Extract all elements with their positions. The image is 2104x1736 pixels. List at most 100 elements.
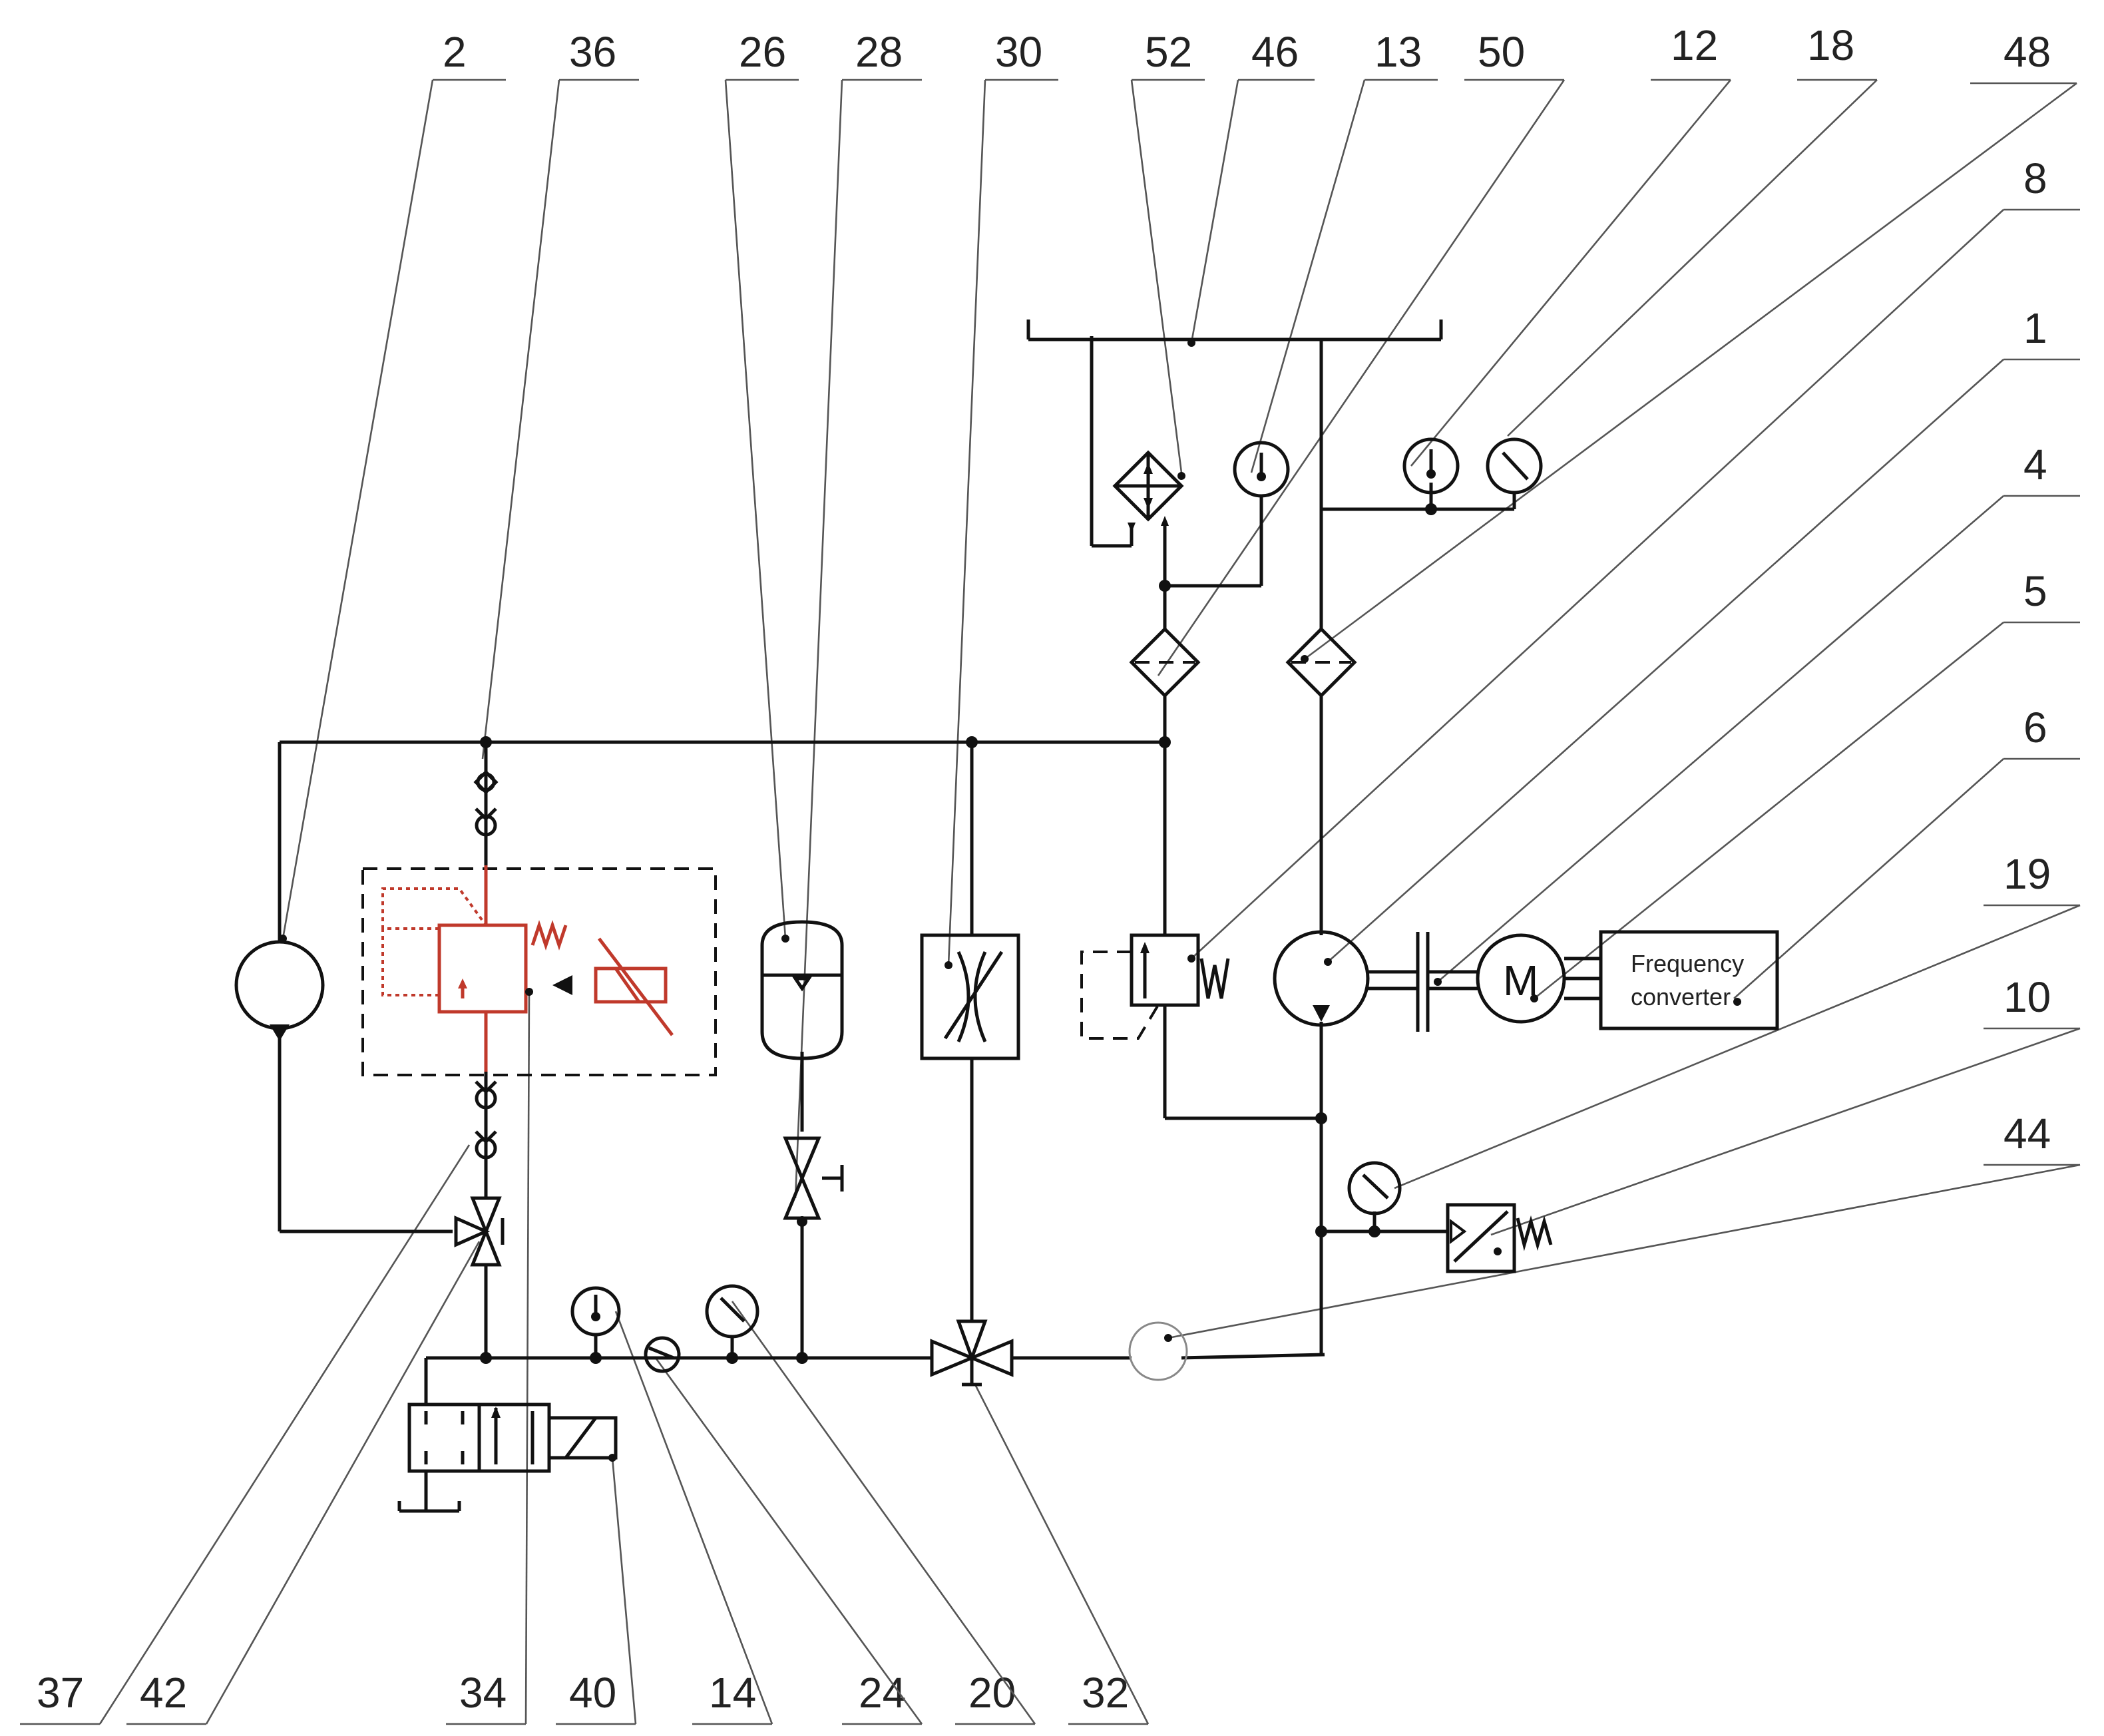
pipe-flowmeter-to-pump-line <box>1181 1353 1325 1360</box>
cooler-in-arrow-icon <box>1128 523 1136 533</box>
three-way-valve-32 <box>930 1319 1014 1387</box>
relief-valve-pointer <box>1187 955 1195 963</box>
check-valve-36a-ball <box>476 772 496 792</box>
relief-10-pointer <box>1494 1247 1502 1255</box>
relief-10-spring-icon <box>1516 1215 1553 1251</box>
frequency-converter-label-2: converter <box>1631 983 1731 1010</box>
cooler-arrow-up-icon <box>1144 463 1153 474</box>
leader-8 <box>1191 209 2004 959</box>
label-42: 42 <box>140 1669 187 1717</box>
check-valve-37a-ball <box>475 1087 497 1110</box>
dcv-left-box <box>407 1403 481 1473</box>
flow-indicator-24-needle <box>648 1346 674 1360</box>
hydraulic-motor-pointer <box>279 935 287 943</box>
junction-dot <box>1159 736 1171 748</box>
junction-dot <box>1368 1225 1380 1237</box>
filter-50-diamond <box>1129 626 1201 698</box>
thermometer-12-circle <box>1402 437 1460 495</box>
throttle-box <box>920 933 1020 1060</box>
junction-dot <box>480 736 492 748</box>
leader-2 <box>282 79 434 939</box>
leader-12 <box>1410 79 1732 467</box>
thermometer-12-bulb <box>1426 469 1436 479</box>
throttle-curve-left <box>956 951 970 1043</box>
accumulator-triangle-icon <box>792 977 812 992</box>
junction-dot <box>966 736 978 748</box>
flow-indicator-24-circle <box>644 1336 681 1373</box>
flow-meter-pointer <box>1164 1334 1172 1342</box>
label-44: 44 <box>2003 1110 2051 1158</box>
gauge-19-circle <box>1347 1161 1402 1215</box>
leader-24 <box>654 1357 923 1725</box>
cooler-pointer <box>1177 472 1185 480</box>
dcv-pointer <box>608 1454 616 1462</box>
valve-pilot-line-upper <box>381 887 487 930</box>
dcv-solenoid <box>547 1416 618 1460</box>
valve-32-right-triangle <box>967 1339 1014 1377</box>
valve-spring-icon <box>530 920 568 951</box>
label-20: 20 <box>968 1669 1016 1717</box>
electric-motor-pointer <box>1530 994 1538 1002</box>
leader-40 <box>611 1457 637 1725</box>
label-26: 26 <box>739 28 786 76</box>
junction-dot <box>1425 503 1437 515</box>
thermometer-14 <box>570 1286 621 1358</box>
check-valve-37a-seat-icon <box>475 1080 497 1094</box>
thermometer-12 <box>1402 437 1460 495</box>
label-46: 46 <box>1251 28 1299 76</box>
right-label-column: 8 1 4 5 6 19 10 44 <box>1984 154 2080 1166</box>
junction-dot <box>480 1352 492 1364</box>
leader-6 <box>1733 758 2004 999</box>
top-label-row: 2 36 26 28 30 52 46 13 50 12 18 48 <box>433 21 2077 85</box>
check-valve-36b-ball <box>475 814 497 837</box>
leader-30 <box>947 79 986 966</box>
leader-14 <box>614 1311 773 1725</box>
relief-10-diagonal <box>1453 1210 1509 1263</box>
cooler-arrow-down-icon <box>1144 498 1153 509</box>
valve-block-dashed-border <box>361 867 717 1076</box>
leader-42 <box>205 1241 481 1725</box>
valve-28-top-triangle <box>783 1136 821 1183</box>
dcv-flow-arrow-icon <box>491 1407 501 1418</box>
label-34: 34 <box>459 1669 507 1717</box>
leader-5 <box>1534 621 2004 1000</box>
dcv-right-box <box>477 1403 551 1473</box>
dcv-solenoid-diagonal <box>564 1416 597 1459</box>
label-36: 36 <box>569 28 616 76</box>
label-30: 30 <box>995 28 1042 76</box>
coupling-pointer <box>1434 978 1442 986</box>
label-13: 13 <box>1374 28 1422 76</box>
label-10: 10 <box>2003 973 2051 1021</box>
drive-train: M Frequency converter <box>1368 930 1779 1032</box>
relief-valve-box <box>1130 933 1200 1007</box>
throttle-curve-right <box>973 951 987 1043</box>
label-32: 32 <box>1082 1669 1129 1717</box>
gauge-18-needle <box>1502 451 1529 481</box>
valve-solenoid-arrow-icon <box>552 975 572 995</box>
leader-52 <box>1130 79 1183 473</box>
leader-lines <box>99 79 2081 1725</box>
leader-1 <box>1327 359 2004 963</box>
frequency-converter-label-1: Frequency <box>1631 950 1744 977</box>
valve-pilot-line-left <box>381 929 439 996</box>
accumulator-body <box>760 920 844 1060</box>
pressure-gauge-19 <box>1347 1161 1402 1215</box>
leader-10 <box>1490 1027 2081 1236</box>
relief-valve-spring-icon <box>1199 958 1230 999</box>
relief-valve-pilot-line <box>1080 951 1159 1040</box>
valve-28-bottom-triangle <box>783 1174 821 1220</box>
flow-meter-circle <box>1128 1321 1188 1381</box>
hydraulic-motor-2 <box>234 935 325 1041</box>
label-48: 48 <box>2003 28 2051 76</box>
hydraulic-motor-arrow-icon <box>270 1024 290 1041</box>
leader-44 <box>1167 1164 2081 1339</box>
relief-10-box <box>1446 1203 1516 1273</box>
label-12: 12 <box>1671 21 1718 69</box>
pressure-gauge-18 <box>1486 437 1543 495</box>
filter-48-pointer <box>1301 655 1309 663</box>
valve-32-top-triangle <box>956 1319 988 1363</box>
valve-flow-arrowhead-icon <box>458 978 467 988</box>
cooler-52 <box>1112 450 1185 533</box>
